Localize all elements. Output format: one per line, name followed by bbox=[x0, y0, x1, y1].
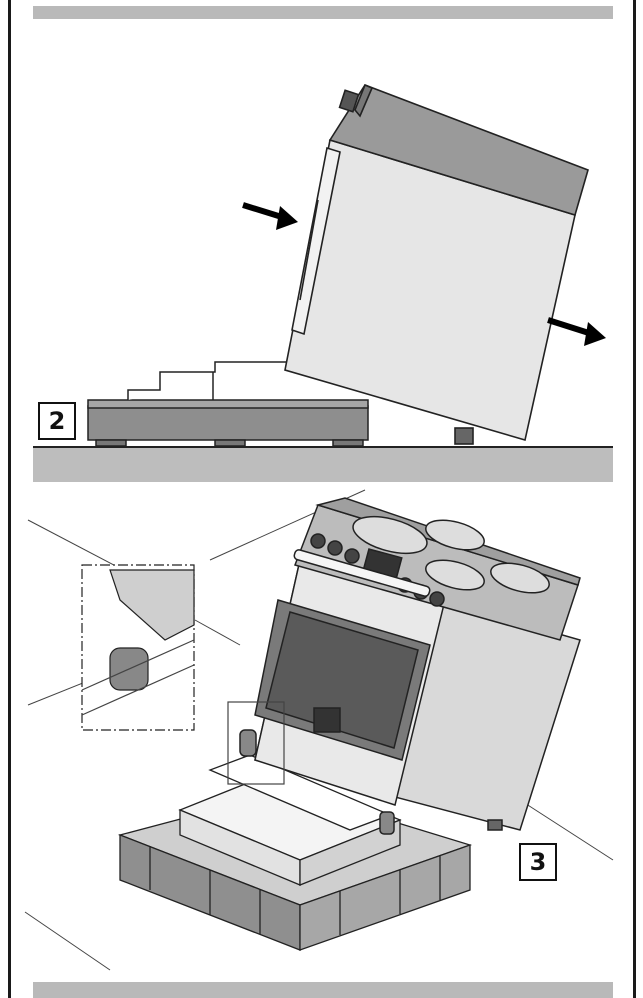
step-number-2: 2 bbox=[38, 402, 76, 440]
packaging-block bbox=[127, 361, 300, 400]
floor bbox=[33, 447, 613, 482]
step-number-3: 3 bbox=[519, 843, 557, 881]
arrow-icon bbox=[547, 317, 606, 346]
leg-detail bbox=[81, 564, 195, 731]
left-frame-line bbox=[8, 0, 11, 998]
range-cooker bbox=[284, 83, 589, 445]
packaging-block bbox=[178, 754, 402, 886]
bottom-band bbox=[33, 982, 613, 998]
top-band bbox=[33, 6, 613, 19]
right-frame-line bbox=[633, 0, 636, 998]
range-cooker bbox=[239, 497, 581, 835]
pallet bbox=[87, 399, 369, 447]
detail-callout-box bbox=[227, 701, 285, 785]
arrow-icon bbox=[242, 202, 298, 230]
